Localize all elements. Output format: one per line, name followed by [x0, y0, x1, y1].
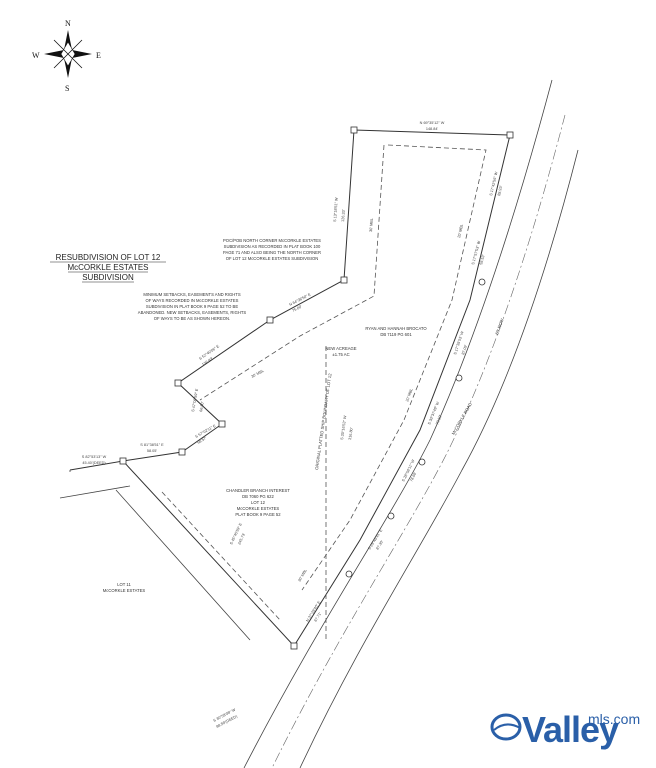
setback-label-1: 30' MBL [369, 218, 374, 232]
bearing-west-dir: S 82°53'13" W [82, 455, 107, 459]
adjacent-lines [59, 470, 251, 641]
bearing-interior-dist: 316.80' [348, 427, 354, 440]
compass-east-label: E [96, 51, 101, 60]
bearing-diag2-dist: 136.83' [201, 356, 214, 366]
owner-label: RYAN AND HANNAH BROCATO DB 7119 PG 601 [365, 326, 427, 337]
bearing-short2-dist: 58.57' [197, 436, 208, 445]
bearing-road-a-dist: 70.50' [435, 414, 443, 425]
bearing-left-upper-dir: S 13°18'51" W [333, 197, 339, 222]
corner-note-line-4: OF LOT 12 McCORKLE ESTATES SUBDIVISION [226, 256, 319, 261]
bearing-short1-dist: 66.80' [199, 401, 205, 412]
bearing-right-lower-dir: S 17°36'53" W [453, 330, 464, 355]
bearing-road-b-dist: 78.66' [409, 471, 417, 482]
setback-note-line-1: MINIMUM SETBACKS, EASEMENTS AND RIGHTS [143, 292, 240, 297]
setback-label-5: 20' MBL [405, 388, 413, 402]
bearing-short3-dist: 58.05' [147, 449, 158, 453]
bearing-left-upper-dist: 126.33' [341, 209, 346, 222]
lot11-line-2: McCORKLE ESTATES [103, 588, 146, 593]
bearing-top-dir: N 69°35'12" W [420, 121, 445, 125]
bearing-bottom-diag-dist: 245.73' [237, 532, 246, 545]
watermark-brand: Valley [522, 709, 619, 750]
lot11-line-1: LOT 11 [117, 582, 131, 587]
lot11-label: LOT 11 McCORKLE ESTATES [103, 582, 146, 593]
setback-label-3: 30' MBL [297, 569, 307, 583]
chandler-line-3: LOT 12 [251, 500, 266, 505]
bearing-top-dist: 148.84' [426, 127, 439, 131]
setback-note-line-2: OF WAYS RECORDED IN McCORKLE ESTATES [146, 298, 239, 303]
setback-label-4: 20' MBL [457, 224, 464, 238]
setback-note: MINIMUM SETBACKS, EASEMENTS AND RIGHTS O… [138, 292, 247, 321]
chandler-line-5: PLAT BOOK 9 PAGE 52 [235, 512, 281, 517]
bearing-road-c-dist: 87.30' [375, 540, 384, 551]
title-line-1: RESUBDIVISION OF LOT 12 [56, 253, 161, 262]
corner-note-line-3: PAGE 71 AND ALSO BEING THE NORTH CORNER [223, 250, 321, 255]
bearing-bottom-dist: 67.71' [313, 612, 322, 623]
bearing-right-mid-dir: S 17°57'53" W [471, 240, 481, 265]
bearing-labels: N 69°35'12" W 148.84' S 13°18'51" W 126.… [82, 121, 504, 729]
owner-name: RYAN AND HANNAH BROCATO [365, 326, 427, 331]
title-line-3: SUBDIVISION [82, 273, 134, 282]
bearing-right-mid-dist: 58.53' [479, 254, 486, 265]
acreage-label: NEW ACREAGE ±1.75 AC [325, 346, 356, 357]
setback-note-line-5: OF WAYS TO BE AS SHOWN HEREON. [154, 316, 230, 321]
bearing-short2-dir: S 57°02'11" E [195, 424, 217, 439]
corner-markers [119, 126, 514, 650]
chandler-label: CHANDLER BRANCH INTEREST DB 7060 PG 622 … [226, 488, 290, 517]
setback-lines [161, 144, 487, 640]
road-name-label: McCORKLE ROAD [451, 402, 473, 436]
owner-deed: DB 7119 PG 601 [380, 332, 412, 337]
compass-north-label: N [65, 19, 71, 28]
lot-boundary [69, 129, 511, 647]
corner-note: POC/POB NORTH CORNER McCORKLE ESTATES SU… [223, 238, 321, 261]
chandler-line-1: CHANDLER BRANCH INTEREST [226, 488, 290, 493]
bearing-short3-dir: S 81°38'51" E [140, 443, 164, 447]
acreage-value: ±1.75 AC [332, 352, 349, 357]
setback-label-2: 30' MBL [251, 369, 265, 379]
original-boundary-label: ORIGINAL PLATTED SHIP BOUNDARY OF LOT 12 [314, 373, 333, 471]
bearing-right-upper-dir: S 17°42'56" W [489, 171, 498, 196]
watermark-domain: mls.com [588, 711, 640, 727]
bearing-west-dist: 45.40'(DEED) [82, 461, 106, 465]
compass-rose: N S E W [32, 19, 101, 93]
title-line-2: McCORKLE ESTATES [67, 263, 148, 272]
bearing-diag1-dist: 75.60' [292, 305, 303, 313]
valleymls-watermark: Valley mls.com [490, 709, 640, 750]
bearing-right-lower-dist: 87.09' [461, 344, 468, 355]
plat-title: RESUBDIVISION OF LOT 12 McCORKLE ESTATES… [50, 253, 166, 283]
setback-note-line-4: ABANDONED. NEW SETBACKS, EASEMENTS, RIGH… [138, 310, 247, 315]
corner-note-line-1: POC/POB NORTH CORNER McCORKLE ESTATES [223, 238, 321, 243]
setback-note-line-3: SUBDIVISION IN PLAT BOOK 9 PAGE 52 TO BE [146, 304, 238, 309]
setback-labels: 30' MBL 30' MBL 30' MBL 20' MBL 20' MBL [251, 218, 464, 582]
chandler-line-4: McCORKLE ESTATES [237, 506, 280, 511]
mccorkle-road [243, 79, 579, 768]
chandler-line-2: DB 7060 PG 622 [242, 494, 274, 499]
row-label: 60' ROW [494, 318, 504, 336]
corner-note-line-2: SUBDIVISION AS RECORDED IN PLAT BOOK 100 [224, 244, 321, 249]
bearing-short1-dir: S 47°06'59" E [191, 388, 199, 412]
compass-west-label: W [32, 51, 40, 60]
compass-south-label: S [65, 84, 69, 93]
bearing-right-upper-dist: 88.93' [497, 185, 503, 196]
acreage-title: NEW ACREAGE [325, 346, 356, 351]
bearing-interior-dir: S 30°16'53" W [340, 415, 347, 440]
